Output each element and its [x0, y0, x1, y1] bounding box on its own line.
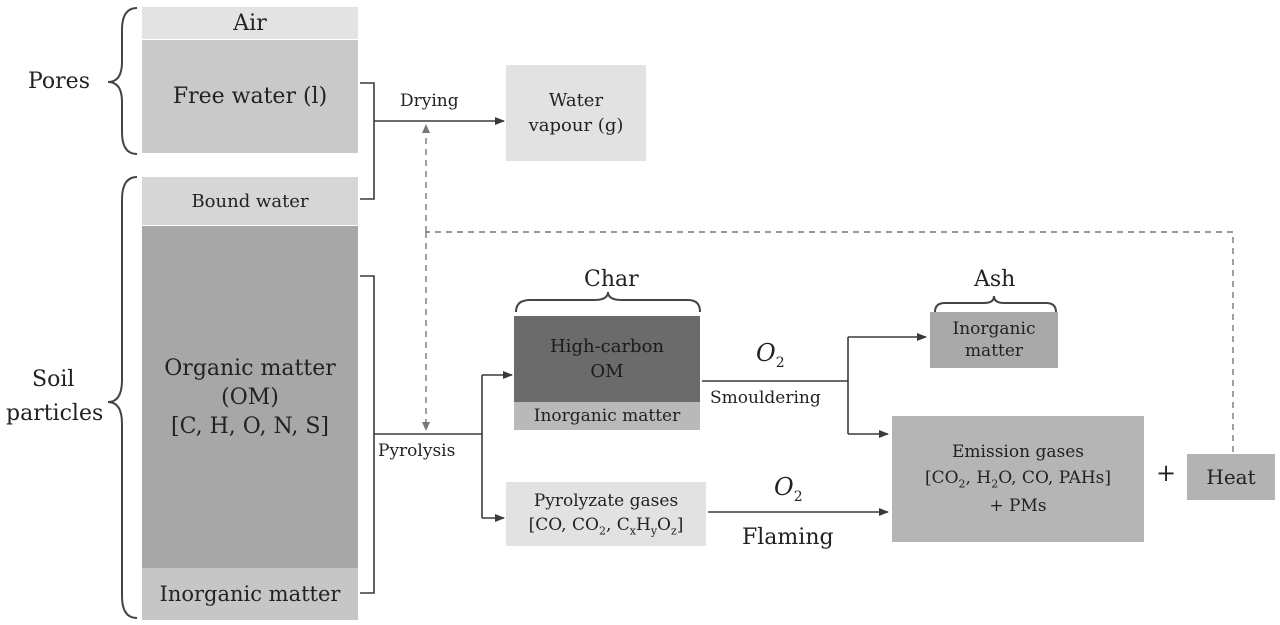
heat-feedback-dashed [426, 231, 1234, 452]
particles-label: particles [6, 401, 104, 426]
inorganic-matter-label: Inorganic matter [159, 582, 341, 606]
o2-flaming-label: O2 [774, 474, 803, 505]
pyrolyzate-line1: Pyrolyzate gases [533, 490, 679, 511]
char-label: Char [584, 267, 639, 292]
emission-part-c: O, CO, PAHs] [998, 467, 1112, 488]
heat-label: Heat [1206, 465, 1256, 489]
drying-bracket [360, 82, 375, 200]
inorganic-matter-box: Inorganic matter [142, 568, 358, 620]
organic-matter-line2: (OM) [221, 384, 279, 410]
pyrolyzate-sub-x: x [629, 524, 636, 538]
ash-line1: Inorganic [952, 319, 1036, 339]
soil-label: Soil [32, 367, 75, 392]
soil-particles-brace [107, 176, 138, 619]
o2-flaming-o: O [774, 473, 794, 501]
free-water-box: Free water (l) [142, 40, 358, 153]
pyrolyzate-part-a: [CO, CO [528, 514, 599, 535]
emission-line2: [CO2, H2O, CO, PAHs] [925, 468, 1111, 490]
pores-brace [107, 7, 138, 155]
ash-line2: matter [964, 341, 1024, 361]
air-label: Air [233, 10, 267, 36]
heat-box: Heat [1187, 454, 1275, 500]
pyrolyzate-part-h: H [635, 514, 651, 535]
o2-smouldering-label: O2 [756, 340, 785, 371]
o2-flaming-sub: 2 [793, 488, 803, 505]
ash-brace [934, 295, 1057, 313]
char-inorganic-box: Inorganic matter [514, 402, 700, 430]
emission-gases-box: Emission gases [CO2, H2O, CO, PAHs] + PM… [892, 416, 1144, 542]
pyrolyzate-gases-box: Pyrolyzate gases [CO, CO2, CxHyOz] [506, 482, 706, 546]
pores-label: Pores [28, 69, 90, 94]
flaming-label: Flaming [742, 525, 834, 550]
o2-smouldering-sub: 2 [775, 354, 785, 371]
emission-line1: Emission gases [952, 441, 1084, 462]
bound-water-label: Bound water [191, 190, 309, 212]
emission-sub-2b: 2 [991, 477, 999, 491]
emission-sub-2: 2 [958, 477, 966, 491]
plus-sign: + [1156, 459, 1177, 487]
pyrolyzate-line2: [CO, CO2, CxHyOz] [529, 515, 684, 537]
pyrolyzate-sub-2: 2 [598, 524, 606, 538]
ash-box: Inorganic matter [930, 312, 1058, 368]
emission-line3: + PMs [989, 496, 1047, 517]
high-carbon-line1: High-carbon [549, 336, 665, 357]
emission-part-a: [CO [924, 467, 959, 488]
char-inorganic-label: Inorganic matter [533, 406, 681, 426]
air-box: Air [142, 7, 358, 39]
smouldering-label: Smouldering [710, 388, 821, 408]
water-vapour-box: Water vapour (g) [506, 65, 646, 161]
organic-matter-line3: [C, H, O, N, S] [170, 413, 329, 439]
pyrolyzate-part-o: O [657, 514, 671, 535]
high-carbon-om-box: High-carbon OM [514, 316, 700, 402]
emission-part-b: , H [965, 467, 992, 488]
pyrolysis-bracket [360, 275, 375, 594]
pyrolyzate-sub-z: z [670, 524, 677, 538]
o2-smouldering-o: O [756, 339, 776, 367]
organic-matter-line1: Organic matter [164, 355, 336, 381]
water-vapour-line2: vapour (g) [528, 115, 624, 136]
high-carbon-line2: OM [590, 361, 624, 382]
water-vapour-line1: Water [548, 90, 604, 111]
pyrolyzate-part-b: , C [605, 514, 630, 535]
free-water-label: Free water (l) [172, 84, 328, 109]
bound-water-box: Bound water [142, 177, 358, 225]
ash-label: Ash [974, 267, 1016, 292]
organic-matter-box: Organic matter (OM) [C, H, O, N, S] [142, 226, 358, 568]
pyrolyzate-part-end: ] [676, 514, 684, 535]
pyrolysis-label: Pyrolysis [378, 441, 456, 461]
pyrolyzate-sub-y: y [650, 524, 658, 538]
drying-label: Drying [400, 91, 459, 111]
char-brace [515, 291, 701, 313]
